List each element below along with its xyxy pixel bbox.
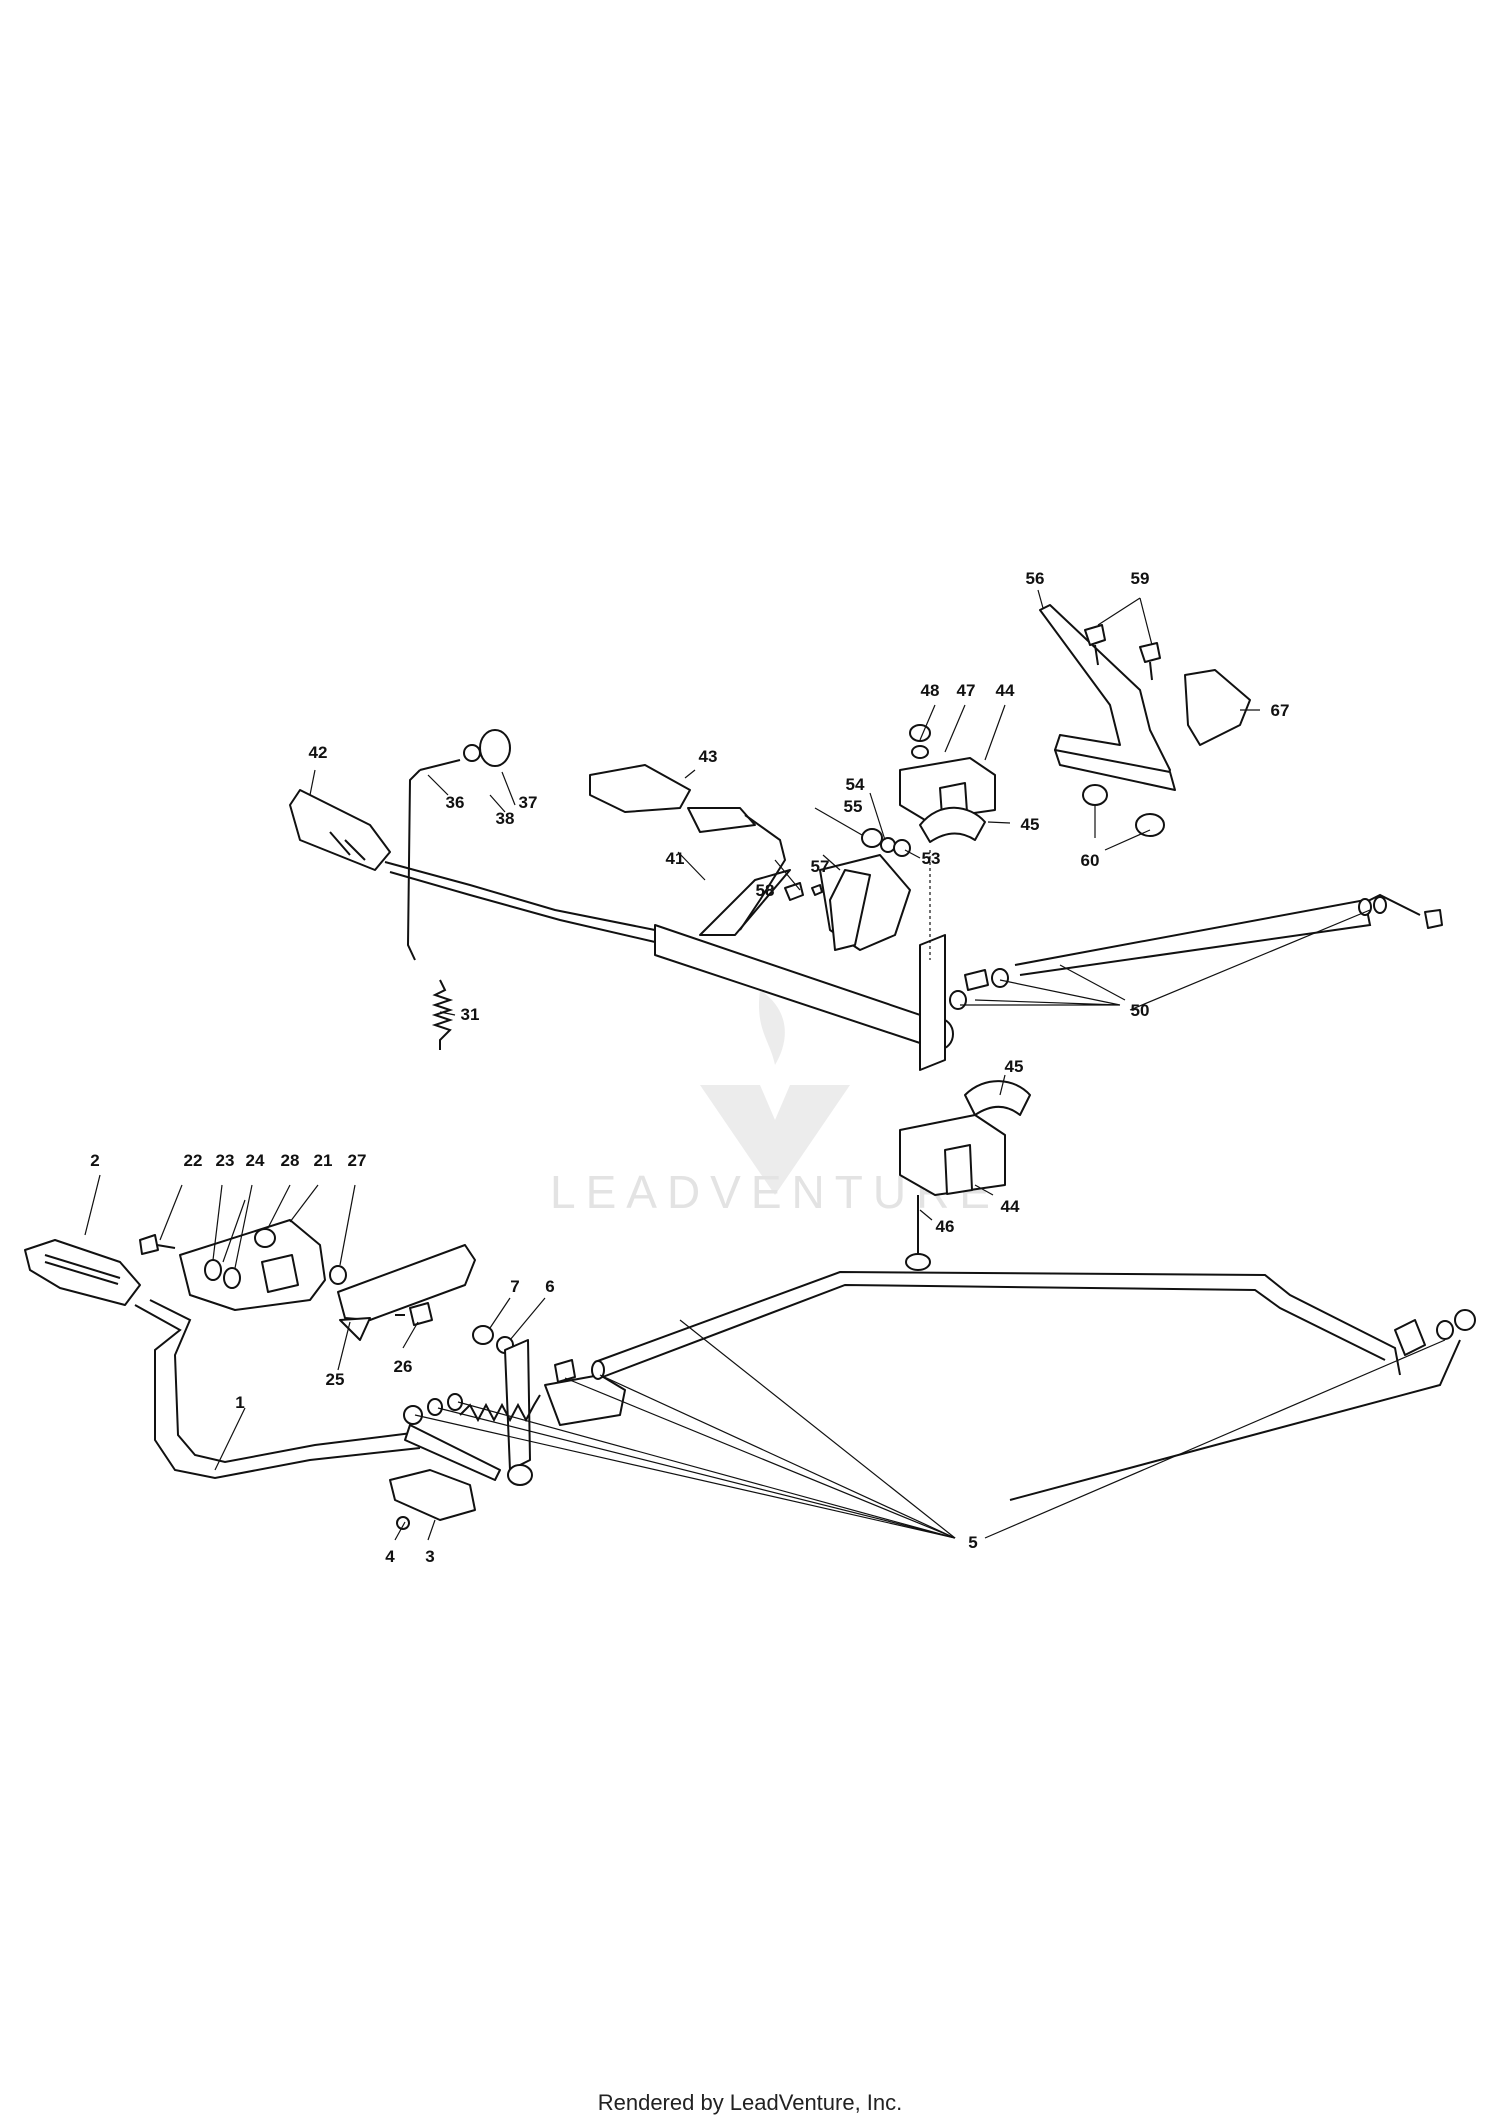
footer-credit: Rendered by LeadVenture, Inc.	[597, 2090, 903, 2115]
part-2-pedal-pad	[24, 1239, 141, 1306]
callout-38: 38	[496, 809, 515, 828]
callout-53: 53	[922, 849, 941, 868]
callout-36: 36	[446, 793, 465, 812]
callout-1: 1	[235, 1393, 244, 1412]
callout-56: 56	[1026, 569, 1045, 588]
part-42-grip	[289, 789, 391, 871]
callout-7: 7	[510, 1277, 519, 1296]
callout-43: 43	[699, 747, 718, 766]
callout-45-lower: 45	[1005, 1057, 1024, 1076]
callout-27: 27	[348, 1151, 367, 1170]
part-59-bolt-b	[1139, 642, 1161, 681]
part-53-washer	[893, 839, 911, 857]
callout-47: 47	[957, 681, 976, 700]
callout-22: 22	[184, 1151, 203, 1170]
part-54-washer	[880, 837, 896, 853]
callout-labels: 42 36 38 37 31 41 43 58 57 48 47 44 45 5…	[90, 569, 1289, 1566]
callout-28: 28	[281, 1151, 300, 1170]
part-44-block-upper	[899, 757, 996, 821]
part-4-screw	[396, 1516, 410, 1530]
callout-60: 60	[1081, 851, 1100, 870]
part-36-rod	[406, 759, 461, 961]
callout-24: 24	[246, 1151, 265, 1170]
part-58-screw	[784, 882, 823, 901]
callout-54: 54	[846, 775, 865, 794]
callout-57: 57	[811, 857, 830, 876]
callout-25: 25	[326, 1370, 345, 1389]
part-57-bracket	[819, 854, 911, 951]
part-46-bolt	[905, 1195, 931, 1271]
part-67-guard	[1184, 669, 1251, 746]
callout-45-upper: 45	[1021, 815, 1040, 834]
callout-44-upper: 44	[996, 681, 1015, 700]
part-5-fittings	[403, 1359, 576, 1481]
part-31-spring	[431, 979, 454, 1050]
callout-6: 6	[545, 1277, 554, 1296]
callout-37: 37	[519, 793, 538, 812]
part-22-bolt	[139, 1234, 176, 1255]
part-44-block-lower	[899, 1114, 1006, 1196]
callout-67: 67	[1271, 701, 1290, 720]
callout-26: 26	[394, 1357, 413, 1376]
part-21-bracket	[179, 1219, 326, 1311]
part-38-washer	[463, 744, 481, 762]
callout-55: 55	[844, 797, 863, 816]
callout-48: 48	[921, 681, 940, 700]
part-23-spacer	[204, 1259, 222, 1281]
part-5-spring	[459, 1394, 541, 1423]
part-43-handle	[589, 764, 787, 931]
watermark-logo-icon	[700, 990, 850, 1195]
part-7-nut	[472, 1325, 494, 1345]
part-26-bolt	[395, 1302, 433, 1326]
part-59-bolt-a	[1084, 624, 1106, 666]
part-1-pedal-arm	[134, 1299, 421, 1480]
callout-21: 21	[314, 1151, 333, 1170]
callout-46: 46	[936, 1217, 955, 1236]
part-60-bushing-b	[1135, 813, 1165, 837]
part-45-clamp-lower	[964, 1080, 1031, 1116]
callout-58: 58	[756, 881, 775, 900]
part-5-rod	[591, 1270, 1476, 1501]
callout-50: 50	[1131, 1001, 1150, 1020]
callout-2: 2	[90, 1151, 99, 1170]
callout-44-lower: 44	[1001, 1197, 1020, 1216]
part-45-clamp-upper	[919, 806, 986, 843]
callout-4: 4	[385, 1547, 395, 1566]
part-24-spacer	[223, 1267, 241, 1289]
part-37-spacer	[479, 729, 511, 767]
callout-41: 41	[666, 849, 685, 868]
callout-31: 31	[461, 1005, 480, 1024]
part-50-rod	[949, 893, 1443, 1010]
part-56-bracket	[1039, 604, 1176, 791]
callout-3: 3	[425, 1547, 434, 1566]
callout-59: 59	[1131, 569, 1150, 588]
part-60-bushing-a	[1082, 784, 1108, 806]
part-47-washer	[911, 745, 929, 759]
callout-42: 42	[309, 743, 328, 762]
callout-23: 23	[216, 1151, 235, 1170]
leader-lines	[84, 589, 1446, 1541]
part-28-nut	[254, 1228, 276, 1248]
callout-5: 5	[968, 1533, 977, 1552]
part-27-washer	[329, 1265, 347, 1285]
part-3-bracket	[389, 1469, 476, 1521]
part-55-nut	[861, 828, 883, 848]
part-25-plate	[337, 1244, 476, 1341]
